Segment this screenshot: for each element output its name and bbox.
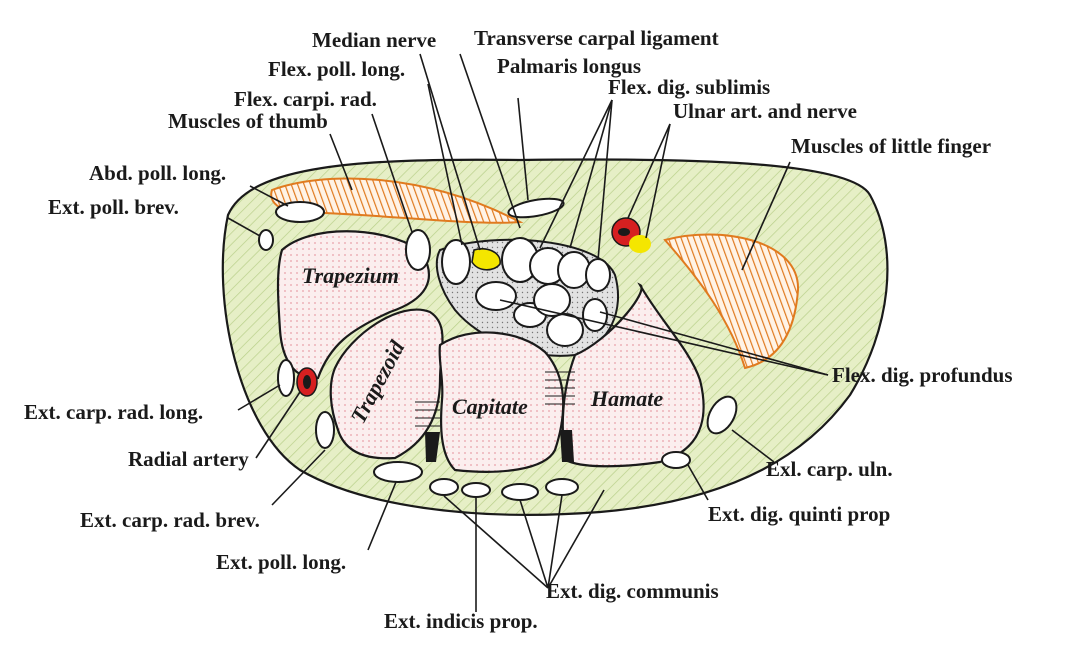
palmaris-longus-label: Palmaris longus bbox=[497, 54, 641, 78]
ext-dig-quinti-tendon bbox=[661, 451, 691, 469]
ext-dig-communis-label: Ext. dig. communis bbox=[546, 579, 719, 603]
ext-dig-quinti-prop-label: Ext. dig. quinti prop bbox=[708, 502, 890, 526]
flex-carpi-rad-tendon bbox=[405, 229, 431, 271]
ext-dig-communis-3 bbox=[545, 478, 579, 496]
ext-poll-brev-label: Ext. poll. brev. bbox=[48, 195, 179, 219]
capitate-label: Capitate bbox=[452, 394, 528, 419]
trapezoid-bone bbox=[329, 308, 444, 460]
ulnar-art-nerve-label: Ulnar art. and nerve bbox=[673, 99, 857, 123]
ext-carp-rad-brev-tendon bbox=[315, 411, 335, 449]
radial-artery-lumen bbox=[303, 375, 311, 389]
ext-carp-rad-brev-label: Ext. carp. rad. brev. bbox=[80, 508, 260, 532]
leader-lines bbox=[227, 53, 829, 612]
ext-poll-brev-tendon bbox=[258, 229, 274, 251]
capitate-bone bbox=[438, 331, 565, 473]
ext-poll-long-label: Ext. poll. long. bbox=[216, 550, 346, 574]
abd-poll-long-label: Abd. poll. long. bbox=[89, 161, 226, 185]
radial-artery-label: Radial artery bbox=[128, 447, 249, 471]
flex-dig-sublimis-label: Flex. dig. sublimis bbox=[608, 75, 770, 99]
ext-dig-communis-1 bbox=[429, 478, 459, 496]
ulnar-artery-lumen bbox=[618, 228, 630, 236]
flex-poll-long-label: Flex. poll. long. bbox=[268, 57, 405, 81]
ulnar-nerve-shape bbox=[629, 235, 651, 253]
palmaris-longus-tendon bbox=[507, 197, 565, 219]
median-nerve-label: Median nerve bbox=[312, 28, 436, 52]
ext-indicis-prop-tendon bbox=[461, 482, 491, 498]
ext-indicis-prop-label: Ext. indicis prop. bbox=[384, 609, 538, 633]
trapezium-label: Trapezium bbox=[302, 263, 399, 288]
ext-carp-rad-long-tendon bbox=[277, 359, 295, 397]
transverse-carpal-ligament-label: Transverse carpal ligament bbox=[474, 26, 719, 50]
muscles-little-finger-label: Muscles of little finger bbox=[791, 134, 991, 158]
joint-shadow-right bbox=[560, 430, 574, 462]
joint-hatching bbox=[415, 371, 575, 427]
ext-poll-long-tendon bbox=[373, 461, 423, 483]
little-finger-muscle bbox=[663, 233, 800, 370]
joint-shadow-left bbox=[425, 432, 440, 462]
flex-dig-profundus-label: Flex. dig. profundus bbox=[832, 363, 1013, 387]
hamate-label: Hamate bbox=[590, 386, 663, 411]
ext-dig-communis-2 bbox=[501, 483, 539, 501]
ext-carp-rad-long-label: Ext. carp. rad. long. bbox=[24, 400, 203, 424]
abd-poll-long-tendon bbox=[275, 201, 325, 223]
muscles-of-thumb-label: Muscles of thumb bbox=[168, 109, 328, 133]
trapezium-bone bbox=[276, 230, 431, 380]
median-nerve-shape bbox=[471, 248, 501, 271]
flex-carpi-rad-label: Flex. carpi. rad. bbox=[234, 87, 377, 111]
exl-carp-uln-tendon bbox=[706, 395, 738, 435]
exl-carp-uln-label: Exl. carp. uln. bbox=[766, 457, 893, 481]
